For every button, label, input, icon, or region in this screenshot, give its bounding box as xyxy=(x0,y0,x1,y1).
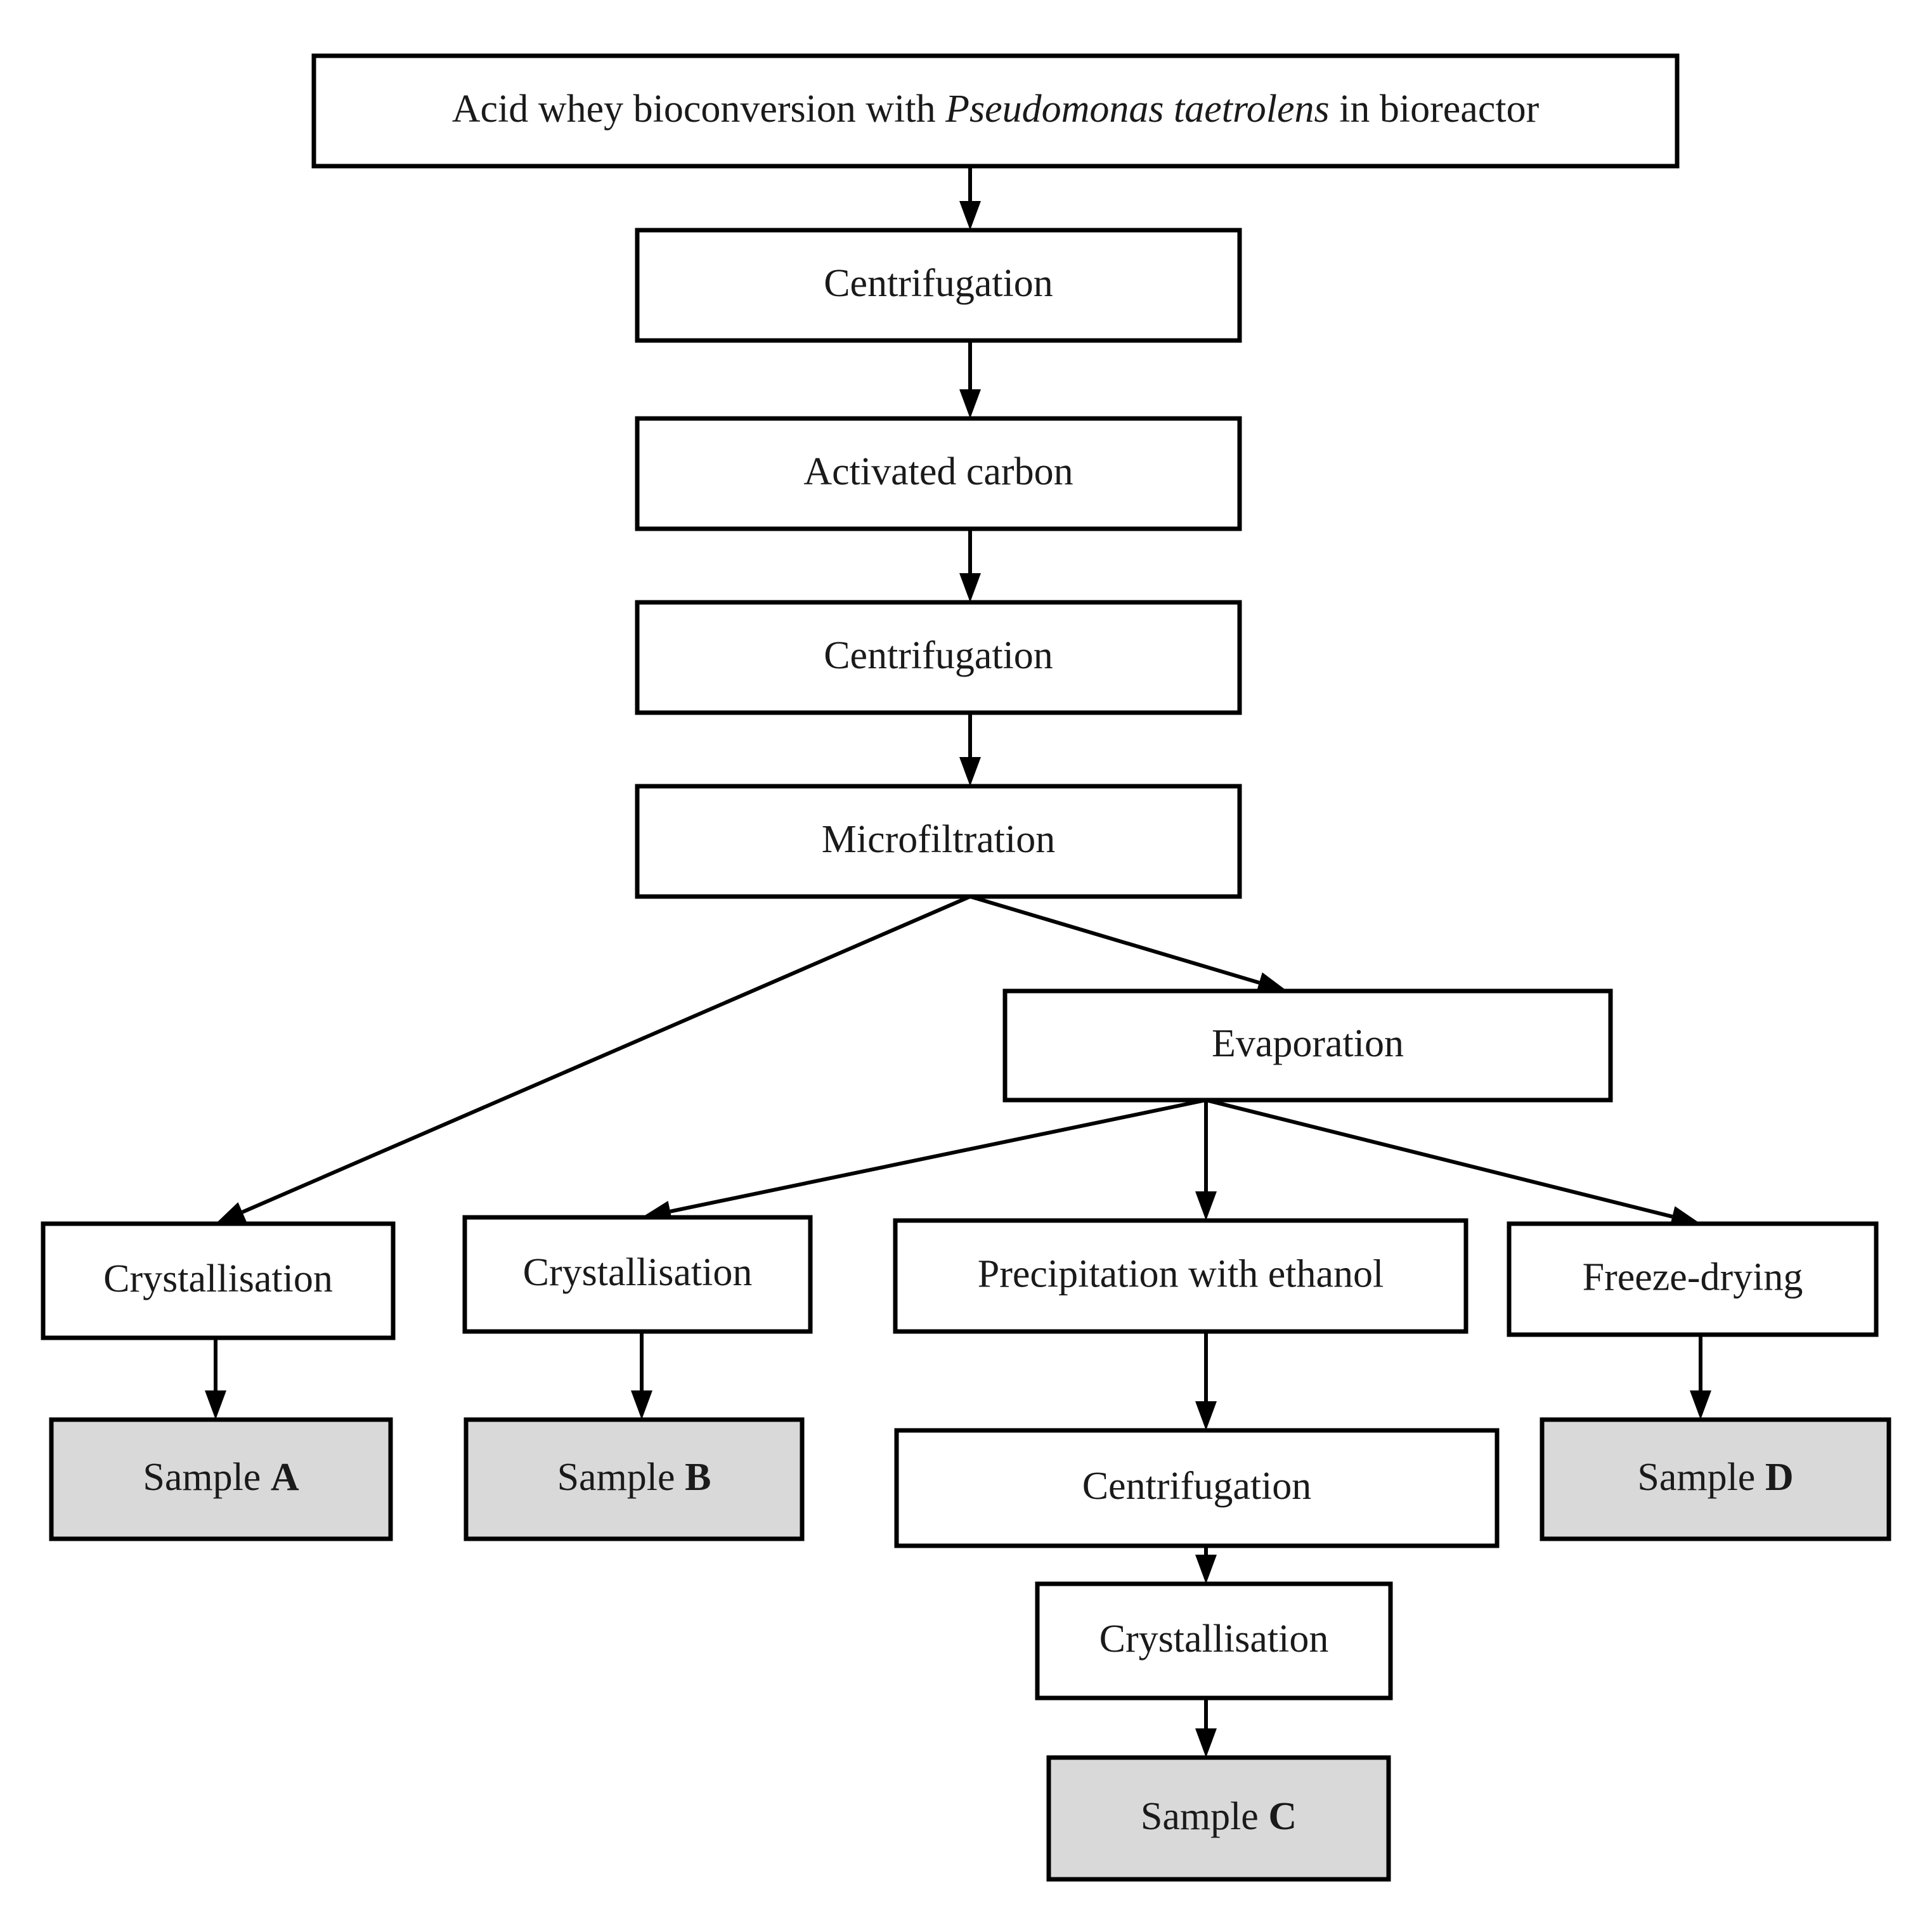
flow-node-sample-a[interactable]: Sample A xyxy=(49,1417,393,1541)
flow-node-crystallisation-b[interactable]: Crystallisation xyxy=(462,1215,813,1334)
arrow-head-icon xyxy=(959,389,981,418)
flow-arrow xyxy=(1195,1100,1217,1221)
node-box-sample-d[interactable] xyxy=(1540,1417,1891,1541)
flow-node-freeze-drying[interactable]: Freeze-drying xyxy=(1507,1221,1879,1337)
flow-arrow xyxy=(631,1331,652,1420)
node-box-crystallisation-c[interactable] xyxy=(1035,1581,1393,1700)
flow-arrow xyxy=(1195,1698,1217,1758)
node-box-evaporation[interactable] xyxy=(1002,988,1613,1103)
flow-node-precipitation-ethanol[interactable]: Precipitation with ethanol xyxy=(893,1218,1468,1334)
flow-arrow xyxy=(959,529,981,602)
flow-node-centrifugation-3[interactable]: Centrifugation xyxy=(894,1428,1500,1548)
arrow-head-icon xyxy=(1195,1191,1217,1221)
arrow-head-icon xyxy=(216,1202,247,1224)
flow-arrow xyxy=(642,1098,1207,1222)
node-box-bioconversion[interactable] xyxy=(311,53,1680,169)
flow-node-crystallisation-c[interactable]: Crystallisation xyxy=(1035,1581,1393,1700)
node-label-sample-a: Sample A xyxy=(143,1456,299,1499)
node-label-bioconversion: Acid whey bioconversion with Pseudomonas… xyxy=(452,87,1540,131)
node-label-sample-d: Sample D xyxy=(1637,1456,1793,1499)
edges-layer xyxy=(205,166,1711,1758)
flow-arrow xyxy=(969,895,1287,994)
flow-node-centrifugation-2[interactable]: Centrifugation xyxy=(635,600,1242,715)
flow-node-crystallisation-a[interactable]: Crystallisation xyxy=(41,1221,396,1340)
flow-arrow xyxy=(1195,1546,1217,1584)
node-box-sample-c[interactable] xyxy=(1046,1755,1391,1882)
flow-node-activated-carbon[interactable]: Activated carbon xyxy=(635,416,1242,531)
arrow-head-icon xyxy=(959,573,981,602)
node-box-crystallisation-b[interactable] xyxy=(462,1215,813,1334)
arrow-head-icon xyxy=(1195,1728,1217,1758)
flow-arrow xyxy=(1195,1331,1217,1430)
node-box-centrifugation-3[interactable] xyxy=(894,1428,1500,1548)
arrow-head-icon xyxy=(959,201,981,230)
flow-arrow xyxy=(959,166,981,230)
node-label-activated-carbon: Activated carbon xyxy=(803,450,1073,493)
node-box-centrifugation-1[interactable] xyxy=(635,228,1242,343)
arrow-head-icon xyxy=(1195,1401,1217,1430)
flow-node-bioconversion[interactable]: Acid whey bioconversion with Pseudomonas… xyxy=(311,53,1680,169)
node-label-crystallisation-a: Crystallisation xyxy=(103,1257,333,1300)
flow-arrow xyxy=(216,895,971,1224)
node-box-freeze-drying[interactable] xyxy=(1507,1221,1879,1337)
node-label-crystallisation-c: Crystallisation xyxy=(1099,1617,1329,1661)
flow-arrow xyxy=(959,713,981,786)
node-label-sample-b: Sample B xyxy=(557,1456,711,1499)
arrow-head-icon xyxy=(959,757,981,786)
arrow-head-icon xyxy=(631,1390,652,1420)
flow-node-sample-c[interactable]: Sample C xyxy=(1046,1755,1391,1882)
flow-node-sample-b[interactable]: Sample B xyxy=(464,1417,805,1541)
node-label-centrifugation-3: Centrifugation xyxy=(1082,1465,1312,1508)
flow-node-microfiltration[interactable]: Microfiltration xyxy=(635,784,1242,899)
arrow-head-icon xyxy=(1256,972,1287,994)
node-label-sample-c: Sample C xyxy=(1141,1795,1297,1838)
node-box-activated-carbon[interactable] xyxy=(635,416,1242,531)
node-label-centrifugation-2: Centrifugation xyxy=(824,634,1053,677)
node-box-crystallisation-a[interactable] xyxy=(41,1221,396,1340)
node-box-sample-a[interactable] xyxy=(49,1417,393,1541)
arrow-head-icon xyxy=(1195,1555,1217,1584)
flow-arrow xyxy=(1205,1098,1701,1228)
flow-arrow xyxy=(959,340,981,418)
node-label-evaporation: Evaporation xyxy=(1212,1022,1404,1065)
node-label-microfiltration: Microfiltration xyxy=(822,818,1055,861)
flow-arrow xyxy=(1690,1335,1711,1420)
arrow-head-icon xyxy=(1690,1390,1711,1420)
arrow-shaft xyxy=(242,895,971,1214)
arrow-shaft xyxy=(969,895,1260,985)
flow-arrow xyxy=(205,1338,226,1420)
flow-node-sample-d[interactable]: Sample D xyxy=(1540,1417,1891,1541)
flow-node-evaporation[interactable]: Evaporation xyxy=(1002,988,1613,1103)
node-label-precipitation-ethanol: Precipitation with ethanol xyxy=(978,1253,1384,1296)
node-box-sample-b[interactable] xyxy=(464,1417,805,1541)
node-box-microfiltration[interactable] xyxy=(635,784,1242,899)
arrow-shaft xyxy=(1205,1098,1673,1219)
flow-node-centrifugation-1[interactable]: Centrifugation xyxy=(635,228,1242,343)
node-box-precipitation-ethanol[interactable] xyxy=(893,1218,1468,1334)
node-box-centrifugation-2[interactable] xyxy=(635,600,1242,715)
node-label-crystallisation-b: Crystallisation xyxy=(523,1251,753,1294)
node-label-freeze-drying: Freeze-drying xyxy=(1583,1256,1803,1299)
arrow-head-icon xyxy=(205,1390,226,1420)
node-label-centrifugation-1: Centrifugation xyxy=(824,262,1053,305)
nodes-layer: Acid whey bioconversion with Pseudomonas… xyxy=(41,53,1891,1882)
arrow-shaft xyxy=(670,1098,1207,1214)
